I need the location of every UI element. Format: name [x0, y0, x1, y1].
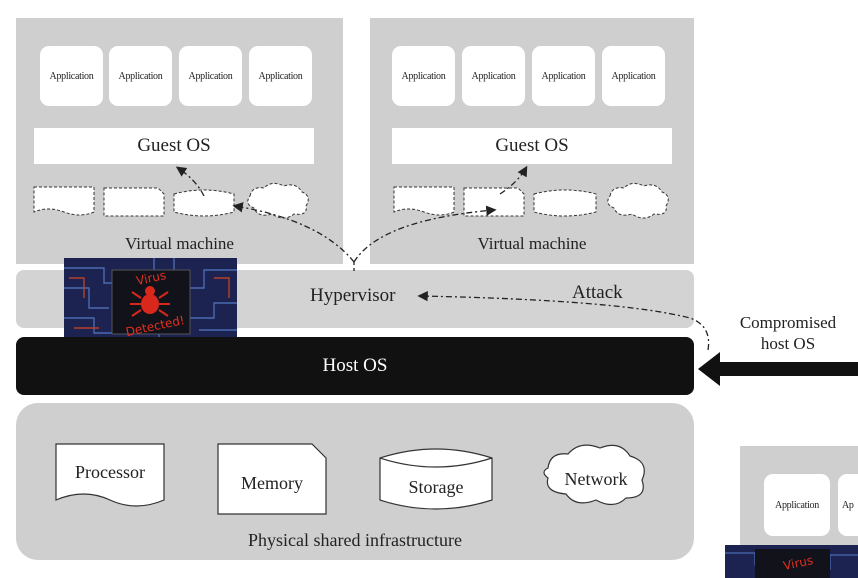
virus-text: Virus — [135, 268, 167, 288]
vm-left-vprocessor: VProcessor — [42, 194, 86, 206]
vm-left-app-2: Application — [109, 46, 172, 106]
partial-vm-app-2-label: Ap — [842, 499, 854, 511]
network-label: Network — [564, 469, 628, 489]
partial-vm-app-1: Application — [764, 474, 830, 536]
physical-label: Physical shared infrastructure — [248, 530, 462, 550]
vm-left-app-3: Application — [179, 46, 242, 106]
vm-right-app-2: Application — [462, 46, 525, 106]
partial-vm-app-2: Ap — [838, 474, 858, 536]
vm-left-label: Virtual machine — [125, 234, 234, 253]
host-os-layer: Host OS — [16, 337, 694, 395]
processor-label: Processor — [75, 462, 145, 482]
partial-virus-text: Virus — [782, 553, 814, 573]
vm-right-app-3: Application — [532, 46, 595, 106]
storage-label: Storage — [408, 477, 464, 497]
vm-left-vstorage: VStorage — [186, 197, 222, 209]
vm-right-app-1: Application — [392, 46, 455, 106]
vm-left-app-4: Application — [249, 46, 312, 106]
compromised-label: Compromised host OS — [718, 312, 858, 354]
vm-right-label: Virtual machine — [477, 234, 587, 253]
vm-right-vstorage: VStorage — [547, 197, 583, 209]
vm-left-app-1: Application — [40, 46, 103, 106]
attack-label: Attack — [572, 282, 623, 303]
compromise-arrow — [698, 352, 858, 386]
vm-right-app-4: Application — [602, 46, 665, 106]
memory-label: Memory — [241, 473, 303, 493]
compromised-line-1: Compromised — [739, 313, 837, 332]
vm-right-vmemory: VMemory — [474, 196, 514, 208]
compromised-line-2: host OS — [760, 334, 816, 353]
hypervisor-label: Hypervisor — [310, 285, 396, 306]
vm-left-vnetwork: VNetwork — [257, 195, 297, 207]
vm-right-vnetwork: VNetwork — [617, 195, 657, 207]
virus-detected-image: Virus Detected! — [64, 258, 237, 342]
host-os-label: Host OS — [322, 355, 388, 376]
partial-virus-image: Virus — [725, 545, 858, 578]
vm-right-vprocessor: VProcessor — [402, 194, 446, 206]
vm-left-vmemory: VMemory — [114, 196, 154, 208]
vm-left-guest-os: Guest OS — [34, 128, 314, 164]
vm-right-guest-os: Guest OS — [392, 128, 672, 164]
